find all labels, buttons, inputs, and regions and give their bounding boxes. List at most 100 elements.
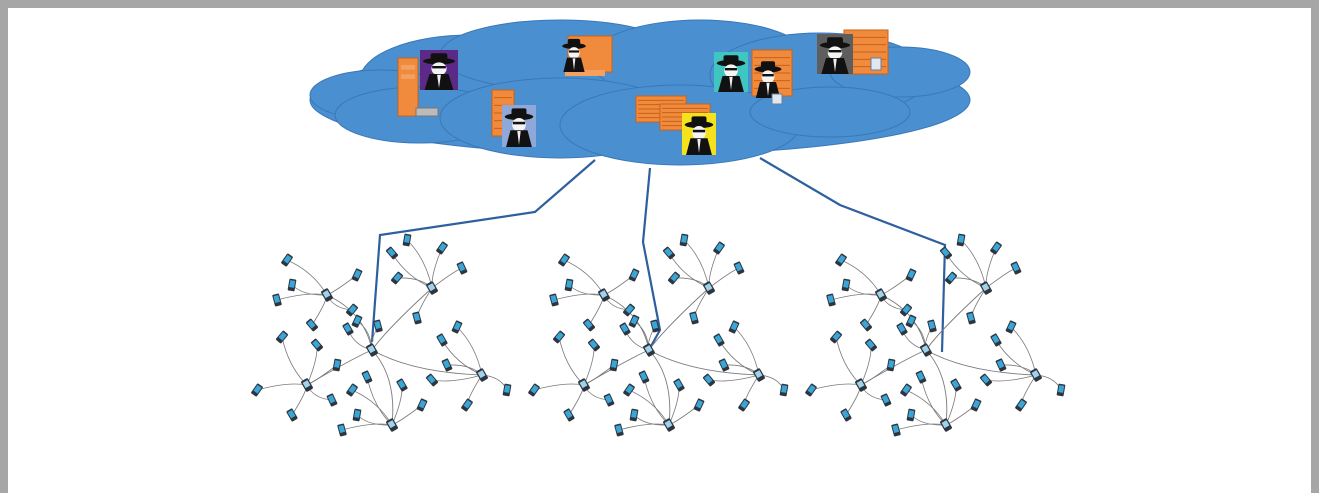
phone-icon — [275, 330, 289, 344]
phone-icon — [805, 383, 817, 397]
mesh-link — [533, 383, 585, 391]
mesh-link — [648, 287, 710, 351]
phone-icon — [396, 378, 408, 392]
mesh-link — [588, 294, 605, 326]
phone-icon — [896, 322, 908, 336]
phone-icon — [956, 233, 966, 247]
hacker-icon — [502, 105, 536, 147]
phone-icon — [673, 378, 685, 392]
phone-icon — [251, 383, 263, 397]
hub-phone-icon — [855, 378, 867, 392]
mesh-link — [648, 349, 760, 376]
cloud-servers — [397, 29, 889, 155]
cloud-shape — [749, 86, 911, 138]
phone-icon — [558, 253, 570, 267]
phone-icon — [623, 383, 635, 397]
phone-icon — [412, 311, 422, 325]
phone-icon — [628, 314, 640, 328]
phone-icon — [713, 333, 725, 347]
hub-phone-icon — [940, 418, 952, 432]
mesh-link — [371, 349, 394, 426]
phone-icon — [582, 318, 596, 332]
phone-icon — [286, 408, 298, 422]
phone-icon — [614, 423, 624, 437]
hub-phone-icon — [598, 288, 610, 302]
phone-icon — [718, 358, 730, 372]
phone-icon — [662, 246, 676, 260]
phone-icon — [950, 378, 962, 392]
hub-phone-icon — [875, 288, 887, 302]
mesh-link — [985, 374, 1037, 382]
mesh-link — [648, 349, 671, 426]
phone-icon — [310, 338, 324, 352]
phone-icon — [886, 358, 896, 372]
phone-icon — [456, 261, 468, 275]
phone-icon — [425, 373, 439, 387]
phone-icon — [629, 408, 639, 422]
mesh-link — [925, 349, 948, 426]
phone-icon — [552, 330, 566, 344]
mesh-link — [558, 336, 585, 386]
phone-icon — [905, 314, 917, 328]
phone-icon — [970, 398, 982, 412]
mobile-mesh-network-2 — [528, 233, 789, 437]
cloud-links — [370, 157, 947, 353]
hub-phone-icon — [980, 281, 992, 295]
phone-icon — [638, 370, 650, 384]
phone-icon — [352, 408, 362, 422]
mesh-link — [371, 349, 483, 376]
mesh-link — [281, 336, 308, 386]
phone-icon — [385, 246, 399, 260]
hub-phone-icon — [703, 281, 715, 295]
phone-icon — [650, 319, 660, 333]
mesh-link — [835, 336, 862, 386]
phone-icon — [738, 398, 750, 412]
phone-icon — [891, 423, 901, 437]
hacker-icon — [562, 38, 586, 72]
phone-icon — [864, 338, 878, 352]
hub-phone-icon — [920, 343, 932, 357]
cloud-link — [759, 157, 947, 353]
hub-phone-icon — [366, 343, 378, 357]
mesh-link — [311, 294, 328, 326]
mesh-link — [391, 384, 403, 426]
phone-icon — [351, 314, 363, 328]
phone-icon — [905, 268, 917, 282]
mesh-link — [925, 349, 1037, 376]
mesh-link — [925, 287, 987, 351]
mesh-link — [668, 252, 710, 289]
phone-icon — [373, 319, 383, 333]
phone-icon — [346, 383, 358, 397]
phone-icon — [563, 408, 575, 422]
phone-icon — [835, 253, 847, 267]
phone-icon — [979, 373, 993, 387]
phone-icon — [939, 246, 953, 260]
phone-icon — [1015, 398, 1027, 412]
phone-icon — [779, 383, 789, 397]
phone-icon — [337, 423, 347, 437]
phone-icon — [995, 358, 1007, 372]
phone-icon — [461, 398, 473, 412]
mesh-link — [945, 384, 957, 426]
phone-icon — [390, 271, 404, 285]
hub-phone-icon — [753, 368, 765, 382]
phone-icon — [436, 333, 448, 347]
hub-phone-icon — [386, 418, 398, 432]
phone-icon — [702, 373, 716, 387]
phone-icon — [966, 311, 976, 325]
hacker-icon — [420, 50, 458, 90]
phone-icon — [1005, 320, 1017, 334]
hacker-icon — [817, 34, 853, 74]
phone-icon — [305, 318, 319, 332]
phone-icon — [402, 233, 412, 247]
phone-icon — [829, 330, 843, 344]
mobile-mesh-network-1 — [251, 233, 512, 437]
phone-icon — [693, 398, 705, 412]
phone-icon — [667, 271, 681, 285]
phone-icon — [990, 241, 1002, 255]
phone-icon — [603, 393, 615, 407]
phone-icon — [990, 333, 1002, 347]
mesh-link — [291, 384, 308, 416]
phone-icon — [441, 358, 453, 372]
phone-icon — [728, 320, 740, 334]
